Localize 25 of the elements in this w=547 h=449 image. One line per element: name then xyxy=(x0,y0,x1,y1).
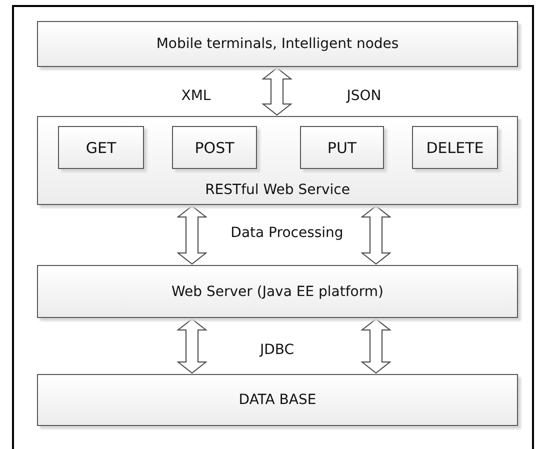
connector-caption: Data Processing xyxy=(230,225,344,241)
connector-caption: JSON xyxy=(346,88,382,104)
method-box xyxy=(58,126,144,169)
connector-caption: JDBC xyxy=(260,342,294,358)
node-label: RESTful Web Service xyxy=(205,182,350,198)
method-box xyxy=(412,126,498,169)
double-arrow xyxy=(360,318,392,374)
layer-box xyxy=(37,374,518,426)
node-label: DATA BASE xyxy=(238,392,316,408)
node-label: Mobile terminals, Intelligent nodes xyxy=(156,36,399,52)
node-label: Web Server (Java EE platform) xyxy=(172,284,384,300)
node-label: DELETE xyxy=(426,138,484,156)
method-box xyxy=(172,126,257,169)
method-box xyxy=(300,126,384,169)
layer-box xyxy=(37,265,518,318)
double-arrow xyxy=(262,67,292,116)
node-label: GET xyxy=(86,138,116,156)
connector-caption: XML xyxy=(181,88,211,104)
node-label: POST xyxy=(194,138,234,156)
layer-box xyxy=(37,21,518,67)
layer-box xyxy=(37,116,518,205)
double-arrow xyxy=(176,205,208,265)
double-arrow xyxy=(360,205,392,265)
node-label: PUT xyxy=(327,138,357,156)
double-arrow xyxy=(176,318,208,374)
